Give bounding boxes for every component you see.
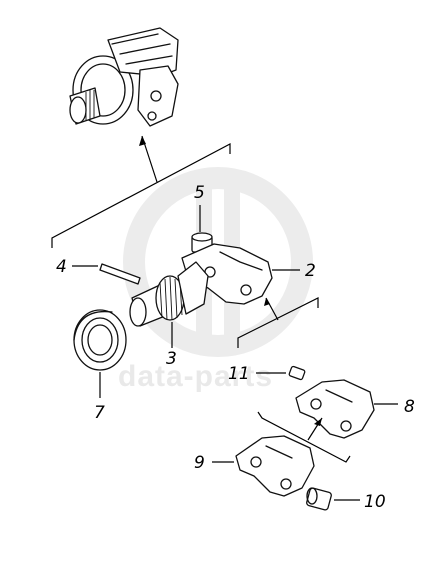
- watermark-text: data-parts: [118, 360, 273, 393]
- callout-10: 10: [364, 492, 386, 512]
- callout-3: 3: [166, 349, 177, 369]
- leader-bracket-middle: [237, 297, 319, 348]
- part-11-pin: [256, 365, 306, 381]
- part-9-lever: [212, 435, 315, 497]
- callout-5: 5: [194, 183, 205, 203]
- part-3-pinion: [129, 261, 209, 348]
- part-7-bearing: [73, 309, 127, 398]
- part-5-bushing: [191, 205, 213, 253]
- part-10-bushing: [306, 487, 360, 511]
- callout-9: 9: [194, 453, 205, 473]
- assembled-starter-drive: [69, 27, 179, 127]
- callout-8: 8: [404, 397, 415, 417]
- callout-11: 11: [228, 364, 250, 384]
- callout-2: 2: [305, 261, 316, 281]
- part-8-lever: [295, 379, 398, 439]
- part-4-pin: [72, 263, 141, 285]
- leader-bracket-lower: [257, 411, 351, 463]
- leader-bracket-top: [51, 135, 231, 248]
- callout-4: 4: [56, 257, 67, 277]
- callout-7: 7: [94, 403, 105, 423]
